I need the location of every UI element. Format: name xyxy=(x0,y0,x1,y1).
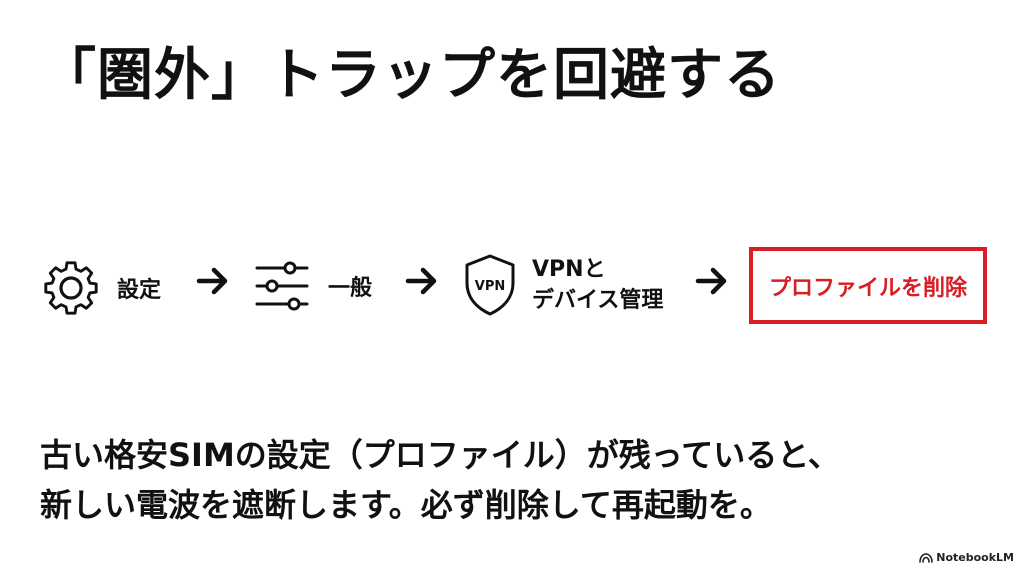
arrow-right-icon xyxy=(695,267,727,295)
delete-profile-label: プロファイルを削除 xyxy=(768,275,967,301)
slide-title: 「圏外」トラップを回避する xyxy=(40,43,781,108)
step-settings-label: 設定 xyxy=(117,278,162,303)
delete-profile-box: プロファイルを削除 xyxy=(749,247,987,324)
step-settings: 設定 xyxy=(40,258,161,318)
step-vpn-label-line1: VPNと xyxy=(532,257,606,282)
arrow-right-icon xyxy=(196,267,228,295)
vpn-icon-text: VPN xyxy=(475,279,505,294)
vpn-shield-icon: VPN xyxy=(465,254,515,316)
description-line1: 古い格安SIMの設定（プロファイル）が残っていると、 xyxy=(40,436,840,474)
gear-icon xyxy=(44,261,98,315)
step-vpn-label-line2: デバイス管理 xyxy=(532,288,664,313)
step-vpn-label: VPNと デバイス管理 xyxy=(532,254,663,316)
step-general: 一般 xyxy=(254,260,372,312)
step-general-label: 一般 xyxy=(328,276,373,301)
description-line2: 新しい電波を遮断します。必ず削除して再起動を。 xyxy=(40,486,772,524)
notebooklm-logo-icon xyxy=(919,552,934,563)
description: 古い格安SIMの設定（プロファイル）が残っていると、 新しい電波を遮断します。必… xyxy=(40,430,840,530)
step-vpn-device: VPN VPNと デバイス管理 xyxy=(462,253,663,317)
brand-label: NotebookLM xyxy=(936,551,1014,564)
sliders-icon xyxy=(255,261,309,311)
arrow-right-icon xyxy=(405,267,437,295)
brand-watermark: NotebookLM xyxy=(919,551,1014,564)
